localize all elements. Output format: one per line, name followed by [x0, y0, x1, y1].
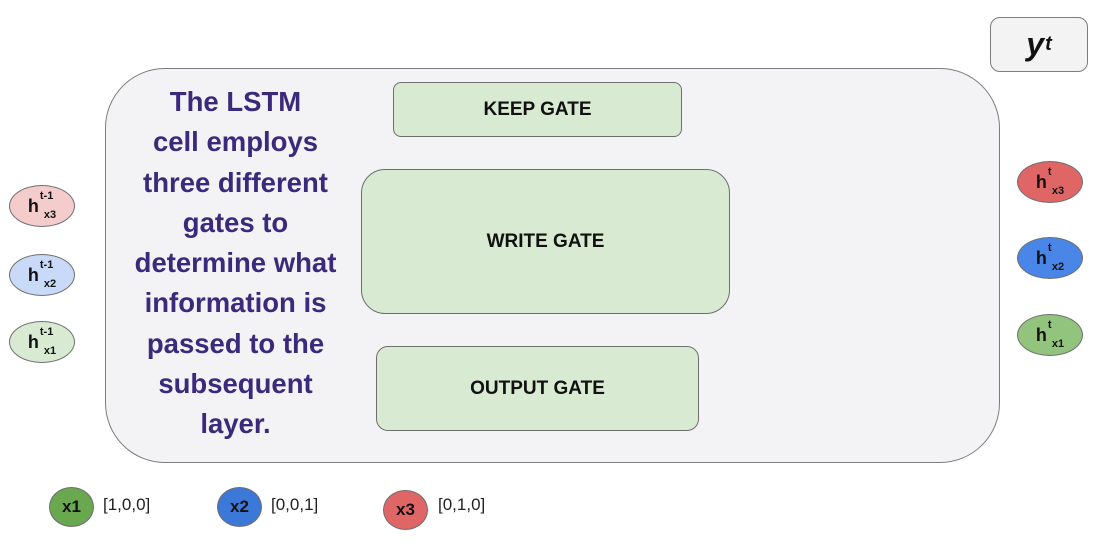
legend-x3-label: x3	[396, 500, 415, 519]
node-sup: t	[1047, 242, 1052, 254]
node-base: h	[1035, 171, 1047, 192]
node-sub: x1	[1051, 338, 1065, 350]
legend-x2-label: x2	[230, 497, 249, 516]
output-node-h-x2: h t x2	[1017, 237, 1083, 279]
description-line: information is	[144, 287, 327, 319]
node-sup: t-1	[39, 259, 54, 271]
description-line: determine what	[134, 247, 337, 279]
node-base: h	[1035, 247, 1047, 268]
output-node-h-x3: h t x3	[1017, 161, 1083, 203]
node-sup: t-1	[39, 190, 54, 202]
description-line: passed to the	[146, 327, 325, 359]
legend-x1-vector: [1,0,0]	[103, 495, 151, 514]
node-base: h	[27, 195, 39, 216]
cell-description: The LSTM cell employs three different ga…	[108, 82, 363, 445]
input-node-h-prev-x2: h t-1 x2	[9, 254, 75, 296]
node-sup: t	[1047, 319, 1052, 331]
description-line: layer.	[200, 408, 271, 440]
description-line: subsequent	[158, 368, 313, 400]
write-gate-box: WRITE GATE	[361, 169, 730, 314]
node-sup: t-1	[39, 326, 54, 338]
legend-x3-vector: [0,1,0]	[438, 495, 486, 514]
legend-x2-circle: x2	[217, 487, 262, 527]
keep-gate-box: KEEP GATE	[393, 82, 682, 137]
node-sub: x2	[1051, 261, 1065, 273]
node-sup: t	[1047, 166, 1052, 178]
node-sub: x2	[43, 278, 57, 290]
write-gate-label: WRITE GATE	[486, 230, 605, 252]
node-base: h	[1035, 324, 1047, 345]
node-base: h	[27, 331, 39, 352]
output-yt-sub: t	[1045, 33, 1052, 55]
description-line: three different	[143, 166, 328, 198]
legend-x1-label: x1	[62, 497, 81, 516]
legend-x2-vector: [0,0,1]	[271, 495, 319, 514]
output-yt-base: y	[1026, 26, 1045, 62]
input-node-h-prev-x1: h t-1 x1	[9, 321, 75, 363]
output-gate-box: OUTPUT GATE	[376, 346, 699, 431]
node-base: h	[27, 264, 39, 285]
node-sub: x3	[1051, 185, 1065, 197]
output-gate-label: OUTPUT GATE	[470, 377, 605, 399]
legend-x1-circle: x1	[49, 487, 94, 527]
node-sub: x1	[43, 345, 57, 357]
output-node-h-x1: h t x1	[1017, 314, 1083, 356]
description-line: cell employs	[152, 126, 319, 158]
node-sub: x3	[43, 209, 57, 221]
legend-x3-circle: x3	[383, 490, 428, 530]
description-line: gates to	[182, 206, 289, 238]
input-node-h-prev-x3: h t-1 x3	[9, 185, 75, 227]
keep-gate-label: KEEP GATE	[483, 98, 592, 120]
description-line: The LSTM	[169, 86, 302, 117]
